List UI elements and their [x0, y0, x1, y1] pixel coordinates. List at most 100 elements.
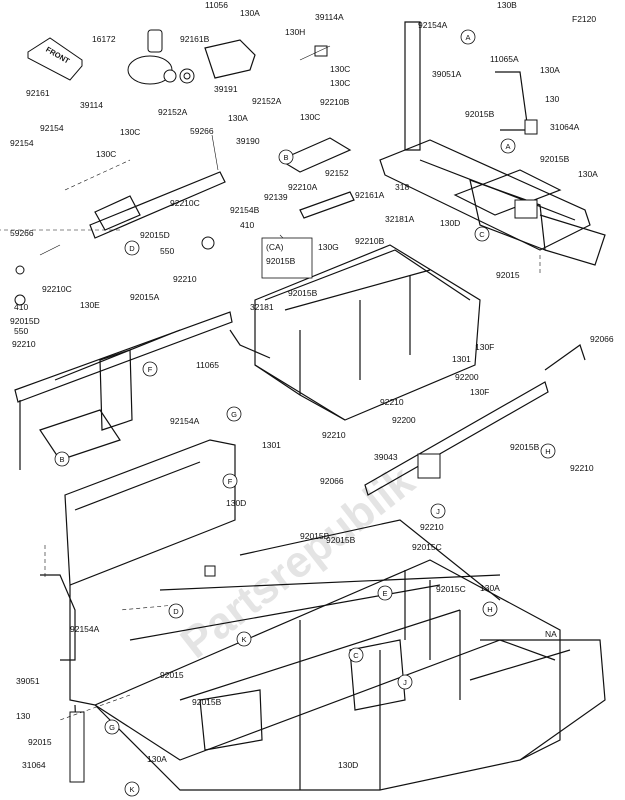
callout-circle-icon	[278, 149, 294, 165]
part-label: 92015B	[192, 697, 222, 707]
part-label: 130G	[318, 242, 339, 252]
callout-circle-icon	[142, 361, 158, 377]
part-label: 39190	[236, 136, 260, 146]
part-label: 130D	[226, 498, 246, 508]
callout-circle-icon	[430, 503, 446, 519]
part-label: 11065A	[490, 54, 519, 64]
part-label: 130A	[540, 65, 560, 75]
callout-circle-icon	[226, 406, 242, 422]
part-label: 410	[240, 220, 254, 230]
callout-f: F	[142, 361, 158, 377]
part-label: 92015C	[436, 584, 466, 594]
callout-circle-icon	[54, 451, 70, 467]
callout-d: D	[168, 603, 184, 619]
callout-letter: F	[228, 477, 233, 486]
callout-circle-icon	[500, 138, 516, 154]
part-label: 92161A	[355, 190, 385, 200]
callout-circle-icon	[397, 674, 413, 690]
part-label: 92015	[496, 270, 520, 280]
part-label: 39191	[214, 84, 238, 94]
part-label: 92015B	[326, 535, 356, 545]
steering-assembly	[14, 29, 355, 306]
callout-circle-icon	[482, 601, 498, 617]
part-label: 92015B	[510, 442, 540, 452]
callout-letter: H	[545, 447, 550, 456]
roll-cage	[229, 244, 481, 421]
watermark: Partsrepublik	[172, 456, 424, 668]
part-label: 39051	[16, 676, 40, 686]
ca-box-part: 92015B	[266, 256, 296, 266]
part-label: 92015	[28, 737, 52, 747]
callout-circle-icon	[474, 226, 490, 242]
part-label: 130A	[578, 169, 598, 179]
callout-letter: F	[148, 365, 153, 374]
part-labels: 130B11056130A130H39114A92154A11065A130A1…	[10, 0, 614, 770]
callout-letter: A	[465, 33, 470, 42]
callout-letter: B	[283, 153, 288, 162]
part-label: 130F	[475, 342, 494, 352]
callout-letter: G	[231, 410, 237, 419]
callout-circle-icon	[168, 603, 184, 619]
callout-c: C	[348, 647, 364, 663]
part-label: 59266	[10, 228, 34, 238]
part-label: 92066	[320, 476, 344, 486]
part-label: 92015A	[130, 292, 160, 302]
callout-circle-icon	[104, 719, 120, 735]
ca-box: (CA) 92015B	[261, 237, 313, 279]
part-label: 1301	[452, 354, 471, 364]
part-label: 92161	[26, 88, 50, 98]
callout-letter: C	[353, 651, 359, 660]
part-label: 39114A	[315, 12, 344, 22]
callout-j: J	[430, 503, 446, 519]
part-label: 550	[14, 326, 28, 336]
part-label: 550	[160, 246, 174, 256]
callout-circle-icon	[222, 473, 238, 489]
part-label: 92210C	[170, 198, 200, 208]
part-label: 92210C	[42, 284, 72, 294]
part-label: 92200	[455, 372, 479, 382]
part-label: 92015C	[412, 542, 442, 552]
callout-letter: D	[129, 244, 135, 253]
part-label: 31064	[22, 760, 46, 770]
part-label: 92200	[392, 415, 416, 425]
part-label: 32181	[250, 302, 274, 312]
part-label: 92152	[325, 168, 349, 178]
callout-circle-icon	[540, 443, 556, 459]
part-label: 92154A	[70, 624, 100, 634]
part-label: 92210B	[355, 236, 385, 246]
part-label: 130H	[285, 27, 305, 37]
callout-a: A	[460, 29, 476, 45]
part-label: 92015D	[140, 230, 170, 240]
part-label: 92154A	[418, 20, 448, 30]
part-label: 92152A	[158, 107, 188, 117]
part-label: 92210B	[320, 97, 350, 107]
part-label: 130	[16, 711, 30, 721]
part-label: 92154	[10, 138, 34, 148]
part-label: 92210	[322, 430, 346, 440]
callout-letter: E	[382, 589, 387, 598]
callout-j: J	[397, 674, 413, 690]
figure-code: F2120	[572, 14, 596, 24]
part-label: 130B	[497, 0, 517, 10]
part-label: 92154	[40, 123, 64, 133]
callout-letter: J	[436, 507, 440, 516]
callout-letter: G	[109, 723, 115, 732]
callout-letter: C	[479, 230, 485, 239]
part-label: 92161B	[180, 34, 210, 44]
part-label: 92139	[264, 192, 288, 202]
part-label: 92066	[590, 334, 614, 344]
part-label: 130C	[330, 64, 350, 74]
callout-letter: H	[487, 605, 492, 614]
part-label: 130A	[480, 583, 500, 593]
part-label: 130	[545, 94, 559, 104]
callout-circle-icon	[377, 585, 393, 601]
part-label: 16172	[92, 34, 116, 44]
part-label: 92015D	[10, 316, 40, 326]
part-label: 11065	[196, 360, 219, 370]
callout-k: K	[236, 631, 252, 647]
part-label: 130A	[228, 113, 248, 123]
part-label: 130C	[96, 149, 116, 159]
callout-circle-icon	[124, 240, 140, 256]
